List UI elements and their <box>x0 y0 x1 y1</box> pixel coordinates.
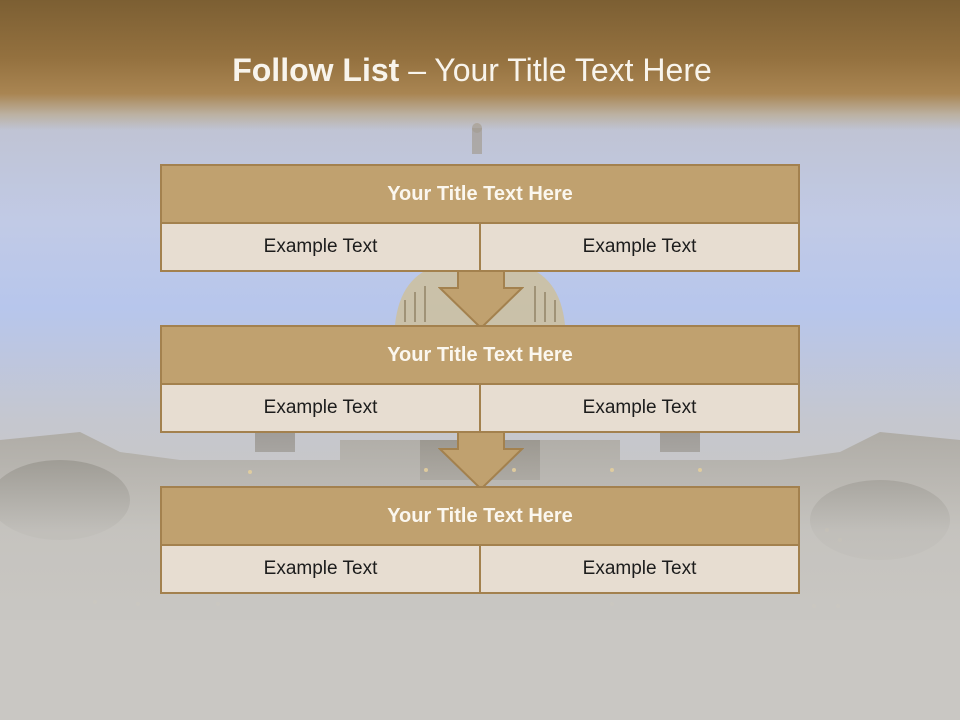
card-row: Example Text Example Text <box>162 546 798 592</box>
list-card-3: Your Title Text Here Example Text Exampl… <box>160 486 800 594</box>
card-right-text: Example Text <box>479 546 798 592</box>
card-left-text: Example Text <box>162 224 479 270</box>
title-bar <box>0 0 960 130</box>
card-row: Example Text Example Text <box>162 224 798 270</box>
card-row: Example Text Example Text <box>162 385 798 431</box>
card-right-text: Example Text <box>479 385 798 431</box>
slide-title-rest: – Your Title Text Here <box>399 52 712 88</box>
slide-title: Follow List – Your Title Text Here <box>0 52 944 89</box>
down-arrow-icon <box>438 270 524 330</box>
card-right-text: Example Text <box>479 224 798 270</box>
card-left-text: Example Text <box>162 546 479 592</box>
list-card-1: Your Title Text Here Example Text Exampl… <box>160 164 800 272</box>
card-title: Your Title Text Here <box>162 166 798 224</box>
list-card-2: Your Title Text Here Example Text Exampl… <box>160 325 800 433</box>
slide-title-bold: Follow List <box>232 52 400 88</box>
card-title: Your Title Text Here <box>162 488 798 546</box>
card-title: Your Title Text Here <box>162 327 798 385</box>
card-left-text: Example Text <box>162 385 479 431</box>
down-arrow-icon <box>438 431 524 491</box>
